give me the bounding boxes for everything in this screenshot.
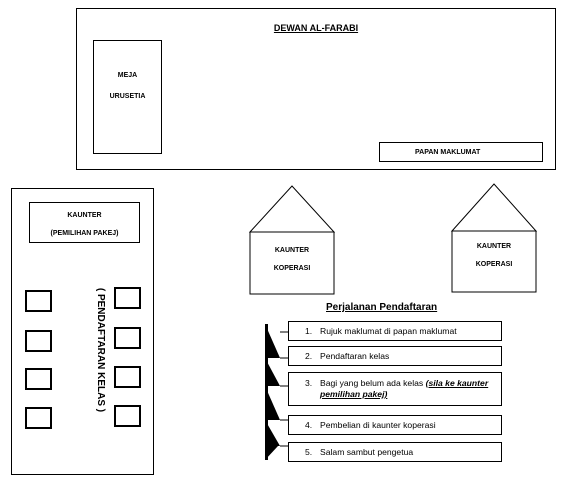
step-text-group: Bagi yang belum ada kelas (sila ke kaunt… — [320, 378, 497, 400]
coop-counter-2: KAUNTER KOPERASI — [451, 183, 537, 293]
flow-arrows-icon — [265, 324, 288, 460]
registration-step: 2. Pendaftaran kelas — [288, 346, 502, 366]
step-text: Rujuk maklumat di papan maklumat — [320, 325, 457, 336]
coop-counter-1-line1: KAUNTER — [274, 247, 310, 254]
step-text: Salam sambut pengetua — [320, 446, 414, 457]
registration-table — [114, 405, 141, 427]
step-emphasis: (sila ke kaunter pemilihan pakej) — [320, 378, 489, 399]
coop-counter-2-line1: KAUNTER — [476, 243, 512, 250]
registration-table — [25, 290, 52, 312]
step-number: 5. — [305, 446, 313, 457]
class-registration-panel: KAUNTER (PEMILIHAN PAKEJ) — [11, 188, 154, 475]
house-shape-icon — [249, 185, 335, 295]
registration-step: 1. Rujuk maklumat di papan maklumat — [288, 321, 502, 341]
hall-title: DEWAN AL-FARABI — [273, 23, 359, 33]
house-shape-icon — [451, 183, 537, 293]
desk-label-line1: MEJA — [117, 72, 138, 79]
step-text: Bagi yang belum ada kelas — [320, 378, 426, 388]
coop-counter-1-line2: KOPERASI — [273, 265, 311, 272]
registration-table — [25, 330, 52, 352]
package-counter-line2: (PEMILIHAN PAKEJ) — [50, 230, 119, 237]
noticeboard-label: PAPAN MAKLUMAT — [415, 149, 481, 156]
registration-table — [114, 327, 141, 349]
registration-step: 3. Bagi yang belum ada kelas (sila ke ka… — [288, 372, 502, 406]
package-counter: KAUNTER (PEMILIHAN PAKEJ) — [29, 202, 140, 243]
step-number: 1. — [305, 325, 313, 336]
desk-label-line2: URUSETIA — [109, 93, 146, 100]
step-text: Pembelian di kaunter koperasi — [320, 419, 436, 430]
coop-counter-2-line2: KOPERASI — [475, 261, 513, 268]
noticeboard: PAPAN MAKLUMAT — [379, 142, 543, 162]
secretariat-desk: MEJA URUSETIA — [93, 40, 162, 154]
registration-flow-title: Perjalanan Pendaftaran — [326, 302, 438, 313]
step-number: 3. — [305, 378, 313, 388]
registration-table — [25, 368, 52, 390]
registration-table — [114, 287, 141, 309]
registration-step: 4. Pembelian di kaunter koperasi — [288, 415, 502, 435]
step-number: 2. — [305, 350, 313, 361]
step-number: 4. — [305, 419, 313, 430]
step-text: Pendaftaran kelas — [320, 350, 390, 361]
registration-table — [114, 366, 141, 388]
registration-step: 5. Salam sambut pengetua — [288, 442, 502, 462]
class-registration-label-text: ( PENDAFTARAN KELAS ) — [95, 287, 106, 413]
dewan-al-farabi-hall: DEWAN AL-FARABI MEJA URUSETIA PAPAN MAKL… — [76, 8, 556, 170]
package-counter-line1: KAUNTER — [67, 212, 102, 219]
coop-counter-1: KAUNTER KOPERASI — [249, 185, 335, 295]
registration-table — [25, 407, 52, 429]
